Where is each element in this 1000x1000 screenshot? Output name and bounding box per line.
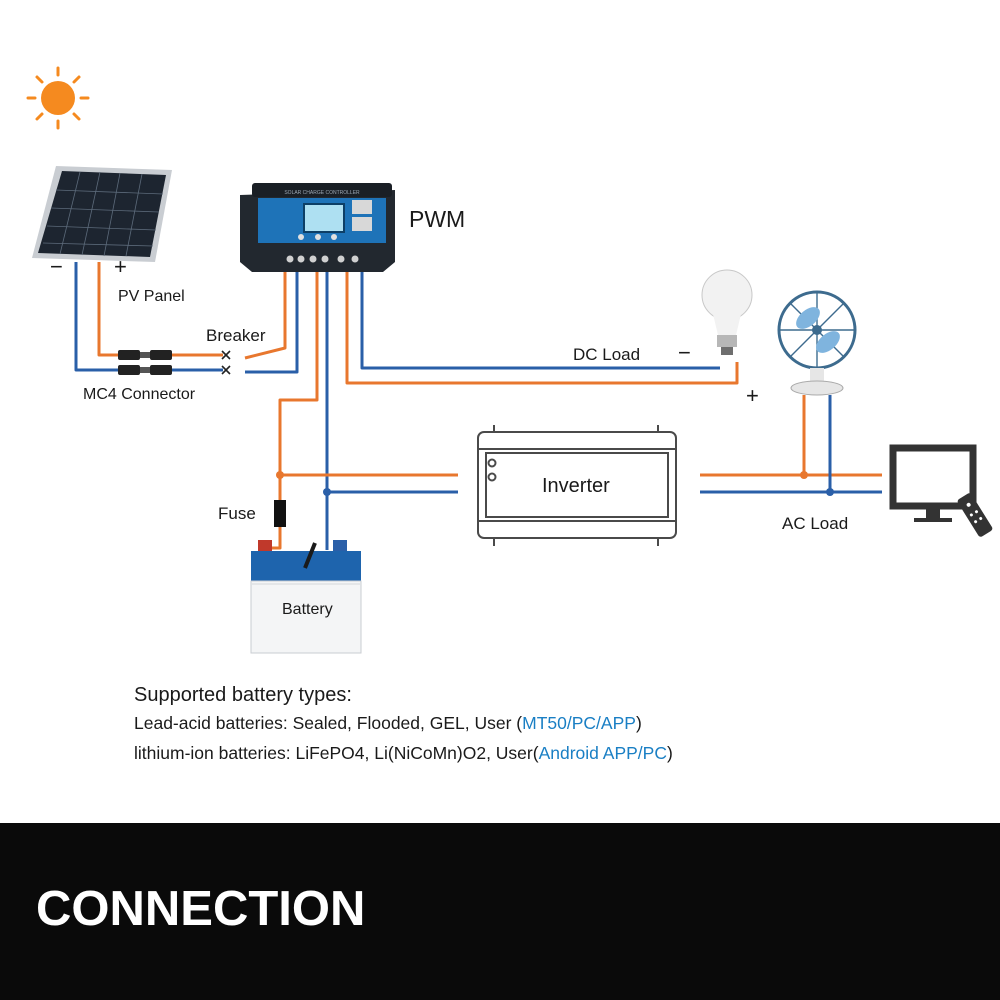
dc-plus-sign: +	[746, 383, 759, 408]
sun-icon	[26, 66, 90, 130]
controller-to-dcload-positive	[345, 262, 739, 385]
pv-negative-wire	[74, 262, 118, 372]
lithium-suffix: )	[666, 743, 673, 763]
lithium-text: lithium-ion batteries: LiFePO4, Li(NiCoM…	[134, 743, 539, 763]
wires	[74, 262, 882, 550]
pv-minus-sign: −	[50, 254, 63, 279]
pv-plus-sign: +	[114, 254, 127, 279]
footer-banner: CONNECTION	[0, 823, 1000, 1000]
lead-acid-text: Lead-acid batteries: Sealed, Flooded, GE…	[134, 713, 523, 733]
connection-diagram: SOLAR CHARGE CONTROLLER	[26, 66, 993, 654]
fan-icon	[777, 290, 857, 396]
controller-to-battery-positive	[278, 262, 319, 500]
mc4-connector-icon	[118, 350, 172, 375]
controller-to-dcload-negative	[360, 262, 720, 370]
controller-face-text: SOLAR CHARGE CONTROLLER	[284, 190, 360, 196]
junction-dots	[276, 471, 834, 496]
fuse-icon	[274, 500, 286, 527]
dc-minus-sign: −	[678, 340, 691, 365]
lead-acid-highlight: MT50/PC/APP	[522, 713, 636, 733]
lithium-line: lithium-ion batteries: LiFePO4, Li(NiCoM…	[134, 743, 673, 764]
charge-controller-icon: SOLAR CHARGE CONTROLLER	[240, 183, 395, 272]
lithium-highlight: Android APP/PC	[538, 743, 667, 763]
fuse-label: Fuse	[218, 504, 256, 523]
light-bulb-icon	[701, 269, 753, 355]
battery-icon	[250, 540, 362, 654]
inverter-label: Inverter	[542, 475, 610, 497]
pv-positive-wire	[97, 262, 118, 357]
dc-load-label: DC Load	[573, 345, 641, 364]
breaker-label: Breaker	[206, 326, 266, 345]
pv-panel-label: PV Panel	[118, 288, 185, 305]
solar-panel-icon	[32, 166, 172, 262]
breaker-icon	[221, 350, 231, 375]
battery-types-heading: Supported battery types:	[134, 684, 352, 706]
battery-label: Battery	[282, 601, 333, 618]
remote-control-icon	[957, 493, 993, 537]
footer-title: CONNECTION	[36, 882, 366, 936]
breaker-to-controller-positive	[244, 262, 287, 360]
inverter-icon	[477, 425, 677, 546]
lead-acid-line: Lead-acid batteries: Sealed, Flooded, GE…	[134, 713, 673, 734]
tv-icon	[889, 444, 977, 522]
battery-clamp	[303, 542, 317, 569]
ac-load-label: AC Load	[782, 514, 849, 533]
supported-battery-info: Supported battery types: Lead-acid batte…	[134, 684, 673, 773]
breaker-to-controller-negative	[245, 262, 299, 374]
mc4-connector-label: MC4 Connector	[83, 386, 196, 403]
lead-acid-suffix: )	[635, 713, 642, 733]
controller-type-label: PWM	[409, 206, 466, 232]
